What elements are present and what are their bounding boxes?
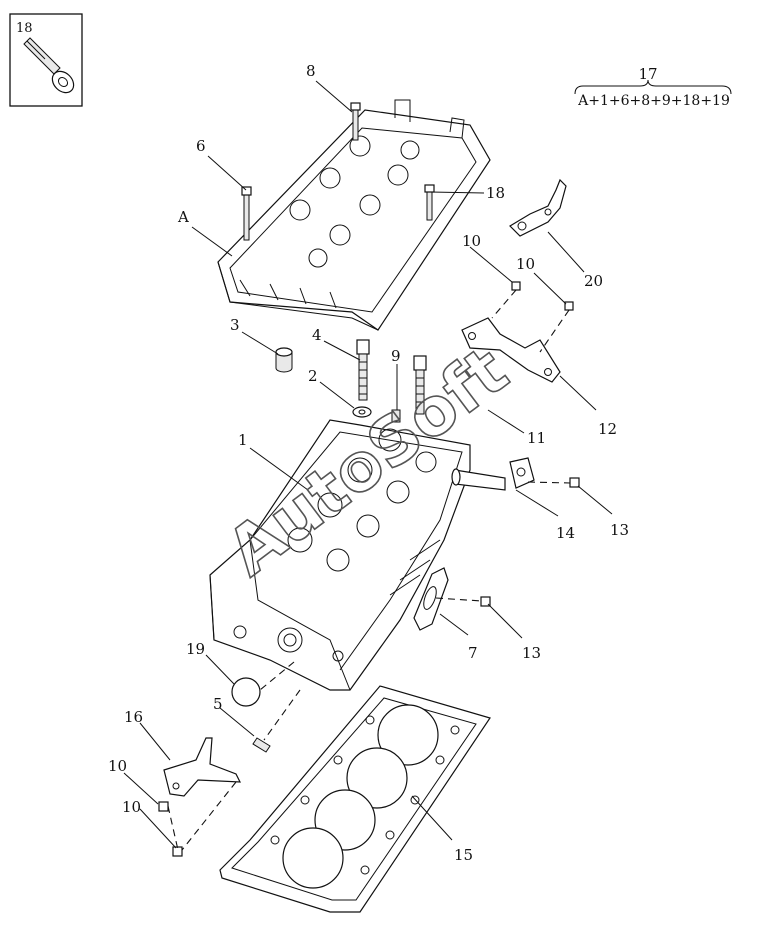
bolt-18-icon [23, 37, 75, 94]
callout-1: 1 [238, 431, 248, 449]
bolt-6 [241, 186, 252, 241]
leader-lines [123, 80, 613, 849]
dowel-9 [391, 409, 401, 423]
callout-4: 4 [312, 326, 322, 344]
plate-7 [413, 567, 449, 631]
callout-10-d: 10 [122, 798, 141, 816]
formula-text: A+1+6+8+9+18+19 [577, 93, 730, 109]
bracket-12 [461, 317, 561, 383]
callout-3: 3 [230, 316, 240, 334]
callout-15: 15 [454, 846, 473, 864]
callout-11: 11 [527, 429, 546, 447]
callout-14: 14 [556, 524, 575, 542]
callout-19: 19 [186, 640, 205, 658]
callout-5: 5 [213, 695, 223, 713]
sleeve-3 [275, 347, 293, 373]
callout-12: 12 [598, 420, 617, 438]
callout-A: A [177, 208, 189, 226]
bolt-8 [350, 102, 361, 141]
bolt-10-b [564, 301, 574, 311]
inset-bolt-18: 18 [9, 13, 83, 107]
formula-17: 17 A+1+6+8+9+18+19 [574, 65, 732, 109]
pipe-14 [451, 457, 535, 491]
alignment-lines [167, 289, 571, 851]
head-gasket [219, 685, 491, 913]
bolt-10-a [511, 281, 521, 291]
bracket-20 [509, 178, 567, 237]
formula-number: 17 [638, 65, 657, 83]
callout-18: 18 [486, 184, 505, 202]
bolt-4 [356, 339, 370, 401]
washer-2 [352, 406, 372, 418]
callout-13-b: 13 [522, 644, 541, 662]
callout-8: 8 [306, 62, 316, 80]
callout-9: 9 [391, 347, 401, 365]
cylinder-head [209, 419, 471, 691]
inset-label: 18 [16, 21, 33, 36]
bolt-18 [424, 184, 435, 221]
callout-10-c: 10 [108, 757, 127, 775]
camshaft-carrier [217, 99, 491, 331]
bolt-13-b [480, 596, 491, 607]
callout-7: 7 [468, 644, 478, 662]
callout-6: 6 [196, 137, 206, 155]
callout-10-a: 10 [462, 232, 481, 250]
callout-10-b: 10 [516, 255, 535, 273]
bracket-16 [163, 737, 241, 797]
bolt-13-a [569, 477, 580, 488]
bolt-10-c [158, 801, 169, 812]
callout-2: 2 [308, 367, 318, 385]
pin-5 [252, 737, 271, 753]
callout-16: 16 [124, 708, 143, 726]
callout-13-a: 13 [610, 521, 629, 539]
callout-20: 20 [584, 272, 603, 290]
bolt-10-d [172, 846, 183, 857]
bolt-long [413, 355, 427, 415]
callout-labels: A 6 8 18 20 10 10 12 3 4 2 9 11 1 14 13 … [108, 62, 629, 864]
plug-19 [231, 677, 261, 707]
